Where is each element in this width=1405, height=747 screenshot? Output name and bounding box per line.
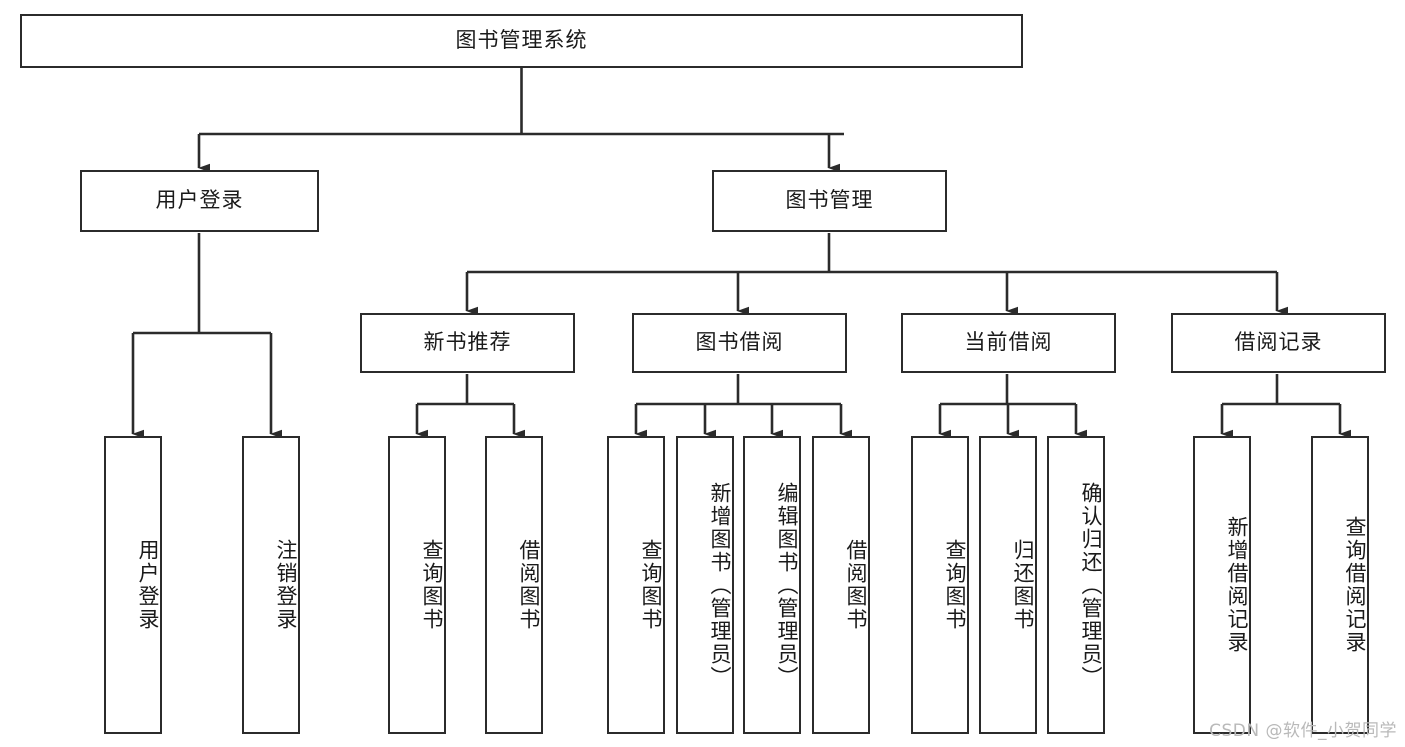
node-leaf-borrow-add-book[interactable]: 新增图书（管理员） xyxy=(676,436,734,734)
node-root-label: 图书管理系统 xyxy=(455,28,588,53)
node-leaf-borrow-borrow-book[interactable]: 借阅图书 xyxy=(812,436,870,734)
node-leaf-rec-query-record[interactable]: 查询借阅记录 xyxy=(1311,436,1369,734)
node-leaf-borrow-add-book-label: 新增图书（管理员） xyxy=(708,481,732,689)
node-leaf-user-logout-label: 注销登录 xyxy=(274,539,298,631)
node-book-manage[interactable]: 图书管理 xyxy=(712,170,947,232)
node-leaf-rec-borrow-book-label: 借阅图书 xyxy=(517,539,541,631)
node-leaf-user-logout[interactable]: 注销登录 xyxy=(242,436,300,734)
node-current-borrow[interactable]: 当前借阅 xyxy=(901,313,1116,373)
node-leaf-user-login[interactable]: 用户登录 xyxy=(104,436,162,734)
node-leaf-borrow-edit-book[interactable]: 编辑图书（管理员） xyxy=(743,436,801,734)
node-current-borrow-label: 当前借阅 xyxy=(964,330,1053,355)
node-book-borrow-label: 图书借阅 xyxy=(695,330,784,355)
node-leaf-cur-return-book[interactable]: 归还图书 xyxy=(979,436,1037,734)
node-leaf-rec-add-record-label: 新增借阅记录 xyxy=(1225,516,1249,654)
node-leaf-cur-query-book[interactable]: 查询图书 xyxy=(911,436,969,734)
node-leaf-borrow-query-book-label: 查询图书 xyxy=(639,539,663,631)
node-new-book-recommend[interactable]: 新书推荐 xyxy=(360,313,575,373)
node-leaf-borrow-query-book[interactable]: 查询图书 xyxy=(607,436,665,734)
node-borrow-record-label: 借阅记录 xyxy=(1234,330,1323,355)
node-leaf-borrow-borrow-book-label: 借阅图书 xyxy=(844,539,868,631)
node-leaf-rec-query-book[interactable]: 查询图书 xyxy=(388,436,446,734)
node-root[interactable]: 图书管理系统 xyxy=(20,14,1023,68)
node-new-book-recommend-label: 新书推荐 xyxy=(423,330,512,355)
node-leaf-rec-query-record-label: 查询借阅记录 xyxy=(1343,516,1367,654)
node-user-login-label: 用户登录 xyxy=(155,188,244,213)
node-book-borrow[interactable]: 图书借阅 xyxy=(632,313,847,373)
node-leaf-cur-confirm-return[interactable]: 确认归还（管理员） xyxy=(1047,436,1105,734)
node-book-manage-label: 图书管理 xyxy=(785,188,874,213)
node-leaf-rec-query-book-label: 查询图书 xyxy=(420,539,444,631)
node-leaf-cur-query-book-label: 查询图书 xyxy=(943,539,967,631)
node-leaf-user-login-label: 用户登录 xyxy=(136,539,160,631)
node-user-login[interactable]: 用户登录 xyxy=(80,170,319,232)
node-leaf-cur-confirm-return-label: 确认归还（管理员） xyxy=(1079,481,1103,689)
csdn-watermark: CSDN @软件_小贺同学 xyxy=(1209,721,1397,741)
node-leaf-rec-add-record[interactable]: 新增借阅记录 xyxy=(1193,436,1251,734)
node-borrow-record[interactable]: 借阅记录 xyxy=(1171,313,1386,373)
node-leaf-cur-return-book-label: 归还图书 xyxy=(1011,539,1035,631)
node-leaf-rec-borrow-book[interactable]: 借阅图书 xyxy=(485,436,543,734)
node-leaf-borrow-edit-book-label: 编辑图书（管理员） xyxy=(775,481,799,689)
